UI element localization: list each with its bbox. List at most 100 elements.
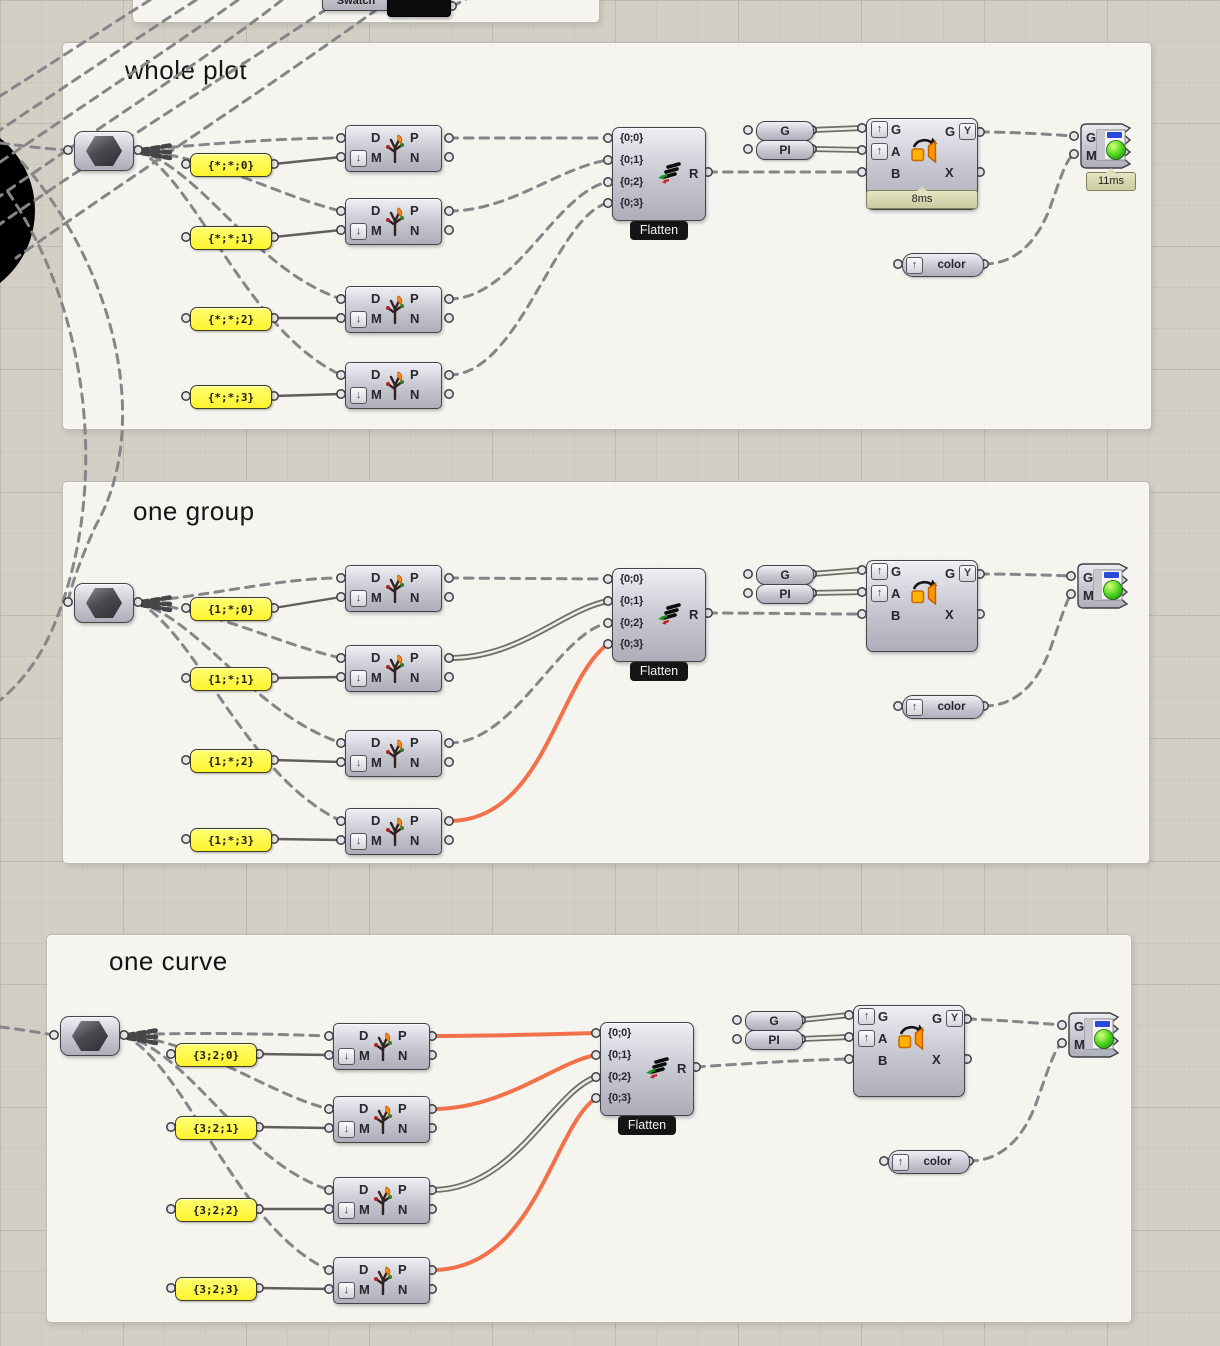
param-g[interactable]: G <box>756 565 814 585</box>
wire-grip[interactable] <box>1057 1020 1067 1030</box>
wire-grip[interactable] <box>336 225 346 235</box>
wire-grip[interactable] <box>444 370 454 380</box>
tree-path-panel[interactable]: {*;*;0} <box>190 153 272 177</box>
wire-grip[interactable] <box>181 313 191 323</box>
wire-grip[interactable] <box>844 1054 854 1064</box>
entwine-component[interactable]: {0;0} {0;1} {0;2} {0;3} R <box>612 127 706 221</box>
split-tree-component[interactable]: D M P N ↓ <box>333 1177 430 1224</box>
wire-grip[interactable] <box>857 167 867 177</box>
tree-path-panel[interactable]: {1;*;3} <box>190 828 272 852</box>
wire-grip[interactable] <box>336 592 346 602</box>
wire-grip[interactable] <box>444 757 454 767</box>
custom-preview-component[interactable]: G M <box>1066 1011 1128 1064</box>
split-tree-component[interactable]: D M P N ↓ <box>333 1023 430 1070</box>
wire-grip[interactable] <box>591 1093 601 1103</box>
wire-grip[interactable] <box>181 391 191 401</box>
wire-grip[interactable] <box>336 738 346 748</box>
wire-grip[interactable] <box>181 232 191 242</box>
wire-grip[interactable] <box>336 294 346 304</box>
split-tree-component[interactable]: D M P N ↓ <box>345 362 442 409</box>
wire-grip[interactable] <box>63 145 73 155</box>
wire-grip[interactable] <box>1069 131 1079 141</box>
wire-grip[interactable] <box>1069 149 1079 159</box>
split-tree-component[interactable]: D M P N ↓ <box>345 125 442 172</box>
swatch-color-well[interactable] <box>387 0 451 17</box>
param-pi[interactable]: PI <box>745 1030 803 1050</box>
wire-grip[interactable] <box>732 1034 742 1044</box>
wire-grip[interactable] <box>336 672 346 682</box>
wire-grip[interactable] <box>857 609 867 619</box>
wire-grip[interactable] <box>857 587 867 597</box>
wire-grip[interactable] <box>444 313 454 323</box>
wire-grip[interactable] <box>857 123 867 133</box>
swatch-component[interactable]: Swatch <box>322 0 390 11</box>
tree-path-panel[interactable]: {3;2;2} <box>175 1198 257 1222</box>
wire-grip[interactable] <box>1066 571 1076 581</box>
wire-grip[interactable] <box>336 152 346 162</box>
wire-grip[interactable] <box>181 603 191 613</box>
wire-grip[interactable] <box>444 152 454 162</box>
custom-preview-component[interactable]: G M <box>1075 562 1137 615</box>
wire-grip[interactable] <box>63 597 73 607</box>
wire-grip[interactable] <box>166 1122 176 1132</box>
param-color[interactable]: ↑ color <box>902 695 984 719</box>
split-tree-component[interactable]: D M P N ↓ <box>333 1257 430 1304</box>
wire-grip[interactable] <box>844 1010 854 1020</box>
wire-grip[interactable] <box>181 755 191 765</box>
wire-grip[interactable] <box>336 133 346 143</box>
wire-grip[interactable] <box>591 1050 601 1060</box>
split-tree-component[interactable]: D M P N ↓ <box>345 198 442 245</box>
wire-grip[interactable] <box>603 639 613 649</box>
wire-grip[interactable] <box>336 389 346 399</box>
wire-grip[interactable] <box>591 1028 601 1038</box>
wire-grip[interactable] <box>324 1185 334 1195</box>
tree-path-panel[interactable]: {3;2;0} <box>175 1043 257 1067</box>
tree-path-panel[interactable]: {1;*;0} <box>190 597 272 621</box>
wire-grip[interactable] <box>603 155 613 165</box>
wire-grip[interactable] <box>879 1156 889 1166</box>
wire-grip[interactable] <box>166 1204 176 1214</box>
wire-grip[interactable] <box>324 1123 334 1133</box>
wire-grip[interactable] <box>444 389 454 399</box>
wire-grip[interactable] <box>49 1030 59 1040</box>
wire-grip[interactable] <box>324 1284 334 1294</box>
param-color[interactable]: ↑ color <box>888 1150 970 1174</box>
wire-grip[interactable] <box>181 834 191 844</box>
wire-grip[interactable] <box>1066 589 1076 599</box>
tree-path-panel[interactable]: {*;*;3} <box>190 385 272 409</box>
relay-component[interactable] <box>74 131 134 171</box>
wire-grip[interactable] <box>336 313 346 323</box>
wire-grip[interactable] <box>336 206 346 216</box>
wire-grip[interactable] <box>893 259 903 269</box>
param-pi[interactable]: PI <box>756 140 814 160</box>
param-g[interactable]: G <box>756 121 814 141</box>
split-tree-component[interactable]: D M P N ↓ <box>345 645 442 692</box>
wire-grip[interactable] <box>603 198 613 208</box>
wire-grip[interactable] <box>732 1015 742 1025</box>
entwine-component[interactable]: {0;0} {0;1} {0;2} {0;3} R <box>612 568 706 662</box>
wire-grip[interactable] <box>603 177 613 187</box>
tree-path-panel[interactable]: {*;*;2} <box>190 307 272 331</box>
wire-grip[interactable] <box>844 1032 854 1042</box>
wire-grip[interactable] <box>324 1031 334 1041</box>
wire-grip[interactable] <box>743 588 753 598</box>
relay-component[interactable] <box>74 583 134 623</box>
wire-grip[interactable] <box>336 835 346 845</box>
wire-grip[interactable] <box>336 757 346 767</box>
wire-grip[interactable] <box>857 565 867 575</box>
wire-grip[interactable] <box>743 125 753 135</box>
rotate-component[interactable]: ↑ ↑ G A B G Y X <box>853 1005 965 1097</box>
wire-grip[interactable] <box>444 653 454 663</box>
wire-grip[interactable] <box>591 1072 601 1082</box>
wire-grip[interactable] <box>444 738 454 748</box>
param-pi[interactable]: PI <box>756 584 814 604</box>
split-tree-component[interactable]: D M P N ↓ <box>345 286 442 333</box>
wire-grip[interactable] <box>603 596 613 606</box>
wire-grip[interactable] <box>336 816 346 826</box>
split-tree-component[interactable]: D M P N ↓ <box>345 808 442 855</box>
wire-grip[interactable] <box>444 294 454 304</box>
wire-grip[interactable] <box>603 618 613 628</box>
entwine-component[interactable]: {0;0} {0;1} {0;2} {0;3} R <box>600 1022 694 1116</box>
wire-grip[interactable] <box>324 1265 334 1275</box>
